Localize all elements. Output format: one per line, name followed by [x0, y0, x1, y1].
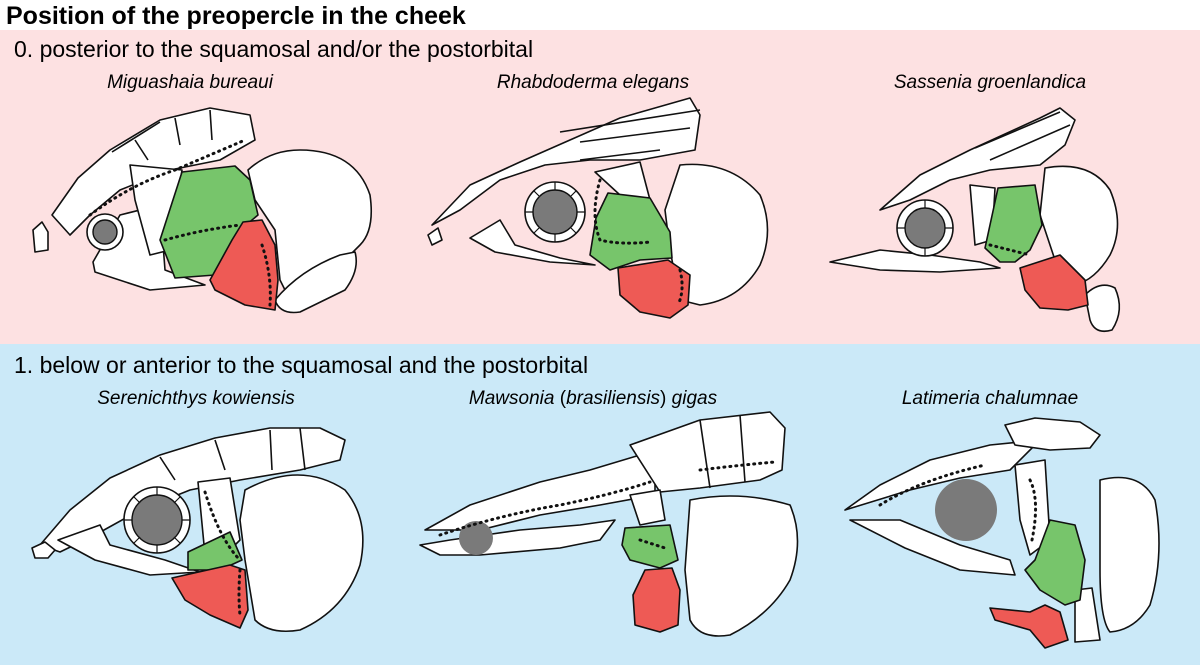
state-0-label: 0. posterior to the squamosal and/or the…	[14, 36, 534, 62]
rostral	[427, 227, 443, 246]
lower-jaw	[469, 219, 596, 266]
squamosal-latimeria	[1024, 519, 1086, 606]
skull-roof	[39, 427, 346, 553]
squamosal-mawsonia	[621, 524, 679, 569]
lower-jaw	[849, 519, 1016, 576]
eye-mawsonia	[459, 521, 493, 555]
roof-sutures	[974, 111, 1071, 161]
lower-jaw	[57, 524, 201, 576]
preopercle-rhabdoderma	[617, 259, 691, 319]
taxon-label: Sassenia groenlandica	[893, 72, 1087, 93]
rostral	[31, 541, 56, 559]
operculum	[684, 495, 799, 637]
eye-rhabdoderma	[532, 189, 578, 235]
squamosal-sassenia	[984, 184, 1043, 263]
operculum	[1099, 476, 1160, 633]
skull-serenichthys	[31, 427, 364, 633]
figure-title: Position of the preopercle in the cheek	[6, 2, 466, 30]
operculum	[239, 474, 364, 633]
skull-roof	[431, 97, 701, 226]
taxon-label: Rhabdoderma elegans	[496, 72, 690, 93]
lower-jaw	[829, 249, 1001, 273]
taxon-label: Serenichthys kowiensis	[97, 388, 295, 409]
roof-sutures	[559, 109, 701, 161]
roof-sutures	[159, 427, 306, 481]
sensory-canals	[88, 138, 1037, 617]
preopercle-sassenia	[1019, 254, 1089, 311]
sclerotic-ticks	[124, 182, 953, 553]
skull-rhabdoderma	[427, 97, 769, 306]
skull-roof	[424, 444, 656, 531]
skull-roof	[879, 107, 1076, 211]
subopercle	[1084, 284, 1121, 333]
skull-latimeria	[844, 417, 1160, 643]
preopercle-serenichthys	[171, 564, 249, 629]
subopercle	[274, 251, 358, 314]
shield-sutures	[699, 414, 746, 489]
postparietal-shield	[629, 411, 786, 493]
rostral	[32, 221, 49, 253]
skull-miguashaia	[32, 107, 373, 314]
taxon-label: Mawsonia (brasiliensis) gigas	[468, 388, 718, 409]
subopercle	[1074, 587, 1101, 643]
eye-miguashaia	[92, 219, 118, 245]
preopercle-miguashaia	[209, 219, 279, 311]
eye-sassenia	[904, 207, 946, 249]
taxon-label: Miguashaia bureaui	[107, 72, 273, 93]
roof-sutures	[111, 109, 213, 161]
preopercle-latimeria	[989, 604, 1069, 649]
squamosal-rhabdoderma	[589, 192, 673, 271]
preopercle-mawsonia	[632, 567, 681, 633]
postorbital	[629, 489, 666, 526]
state-1-label: 1. below or anterior to the squamosal an…	[14, 352, 589, 378]
postparietal	[1004, 417, 1101, 451]
taxon-label: Latimeria chalumnae	[901, 388, 1079, 409]
eye-latimeria	[935, 479, 997, 541]
operculum	[664, 163, 769, 306]
